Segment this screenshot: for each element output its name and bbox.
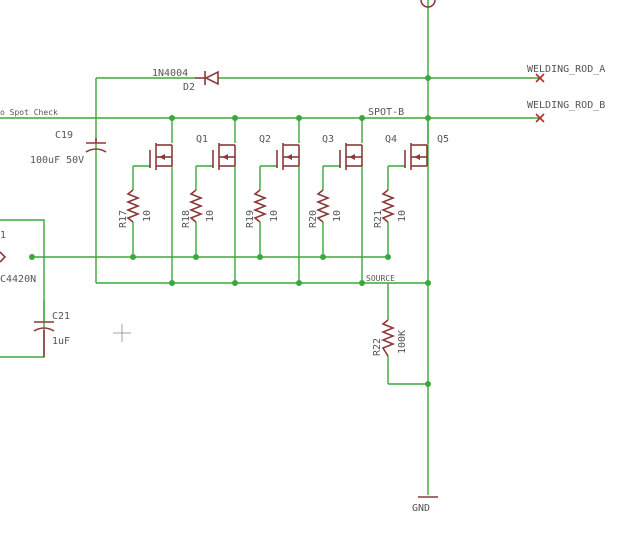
resistor-ref-r20: R20: [308, 210, 319, 228]
capacitor-c21: [33, 321, 55, 357]
diode-d2: [195, 70, 219, 86]
resistor-value-r20: 10: [332, 210, 343, 222]
cap-c19-value: 100uF 50V: [30, 155, 84, 166]
wires: [0, 0, 540, 495]
resistor-symbols: [125, 189, 396, 357]
resistor-value-r21: 10: [397, 210, 408, 222]
cap-c21-value: 1uF: [52, 336, 70, 347]
mosfet-ref-q5: Q5: [437, 134, 449, 145]
ic-part-label: C4420N: [0, 274, 36, 285]
crosshair-cursor-icon: [113, 324, 131, 342]
resistor-ref-r17: R17: [118, 210, 129, 228]
resistor-ref-r18: R18: [181, 210, 192, 228]
resistor-ref-r19: R19: [245, 210, 256, 228]
net-spot-b-label: SPOT-B: [368, 107, 404, 118]
mosfet-column-q2: [195, 118, 236, 283]
resistor-value-r17: 10: [142, 210, 153, 222]
mosfet-symbols: [149, 143, 428, 170]
diode-part-label: 1N4004: [152, 68, 188, 79]
resistor-ref-r21: R21: [373, 210, 384, 228]
mosfet-ref-q2: Q2: [259, 134, 271, 145]
diode-ref-label: D2: [183, 82, 195, 93]
net-left-label: o Spot Check: [0, 108, 58, 117]
ic-pin-label: 1: [0, 230, 6, 241]
mosfet-column-q1: [132, 118, 173, 283]
no-connect-marks: [535, 73, 545, 123]
cap-c19-ref: C19: [55, 130, 73, 141]
resistor-value-r19: 10: [269, 210, 280, 222]
ic-pin-arrow: [0, 251, 7, 263]
resistor-value-r18: 10: [205, 210, 216, 222]
connector-fragment: [420, 0, 436, 8]
mosfet-column-q3: [259, 118, 300, 283]
mosfet-column-q5: [387, 118, 429, 257]
net-source-label: SOURCE: [366, 274, 395, 283]
welding-rod-a-label: WELDING_ROD_A: [527, 64, 605, 75]
capacitor-c19: [85, 138, 107, 153]
junction-nodes: [29, 75, 431, 387]
mosfet-ref-q4: Q4: [385, 134, 397, 145]
cap-c21-ref: C21: [52, 311, 70, 322]
labels: 1N4004 D2 o Spot Check SPOT-B WELDING_RO…: [0, 64, 605, 514]
resistor-r22-ref: R22: [372, 338, 383, 356]
mosfet-ref-q3: Q3: [322, 134, 334, 145]
mosfet-ref-q1: Q1: [196, 134, 208, 145]
gnd-label: GND: [412, 503, 430, 514]
welding-rod-b-label: WELDING_ROD_B: [527, 100, 605, 111]
resistor-r22-value: 100K: [397, 330, 408, 354]
mosfet-column-q4: [322, 118, 363, 283]
